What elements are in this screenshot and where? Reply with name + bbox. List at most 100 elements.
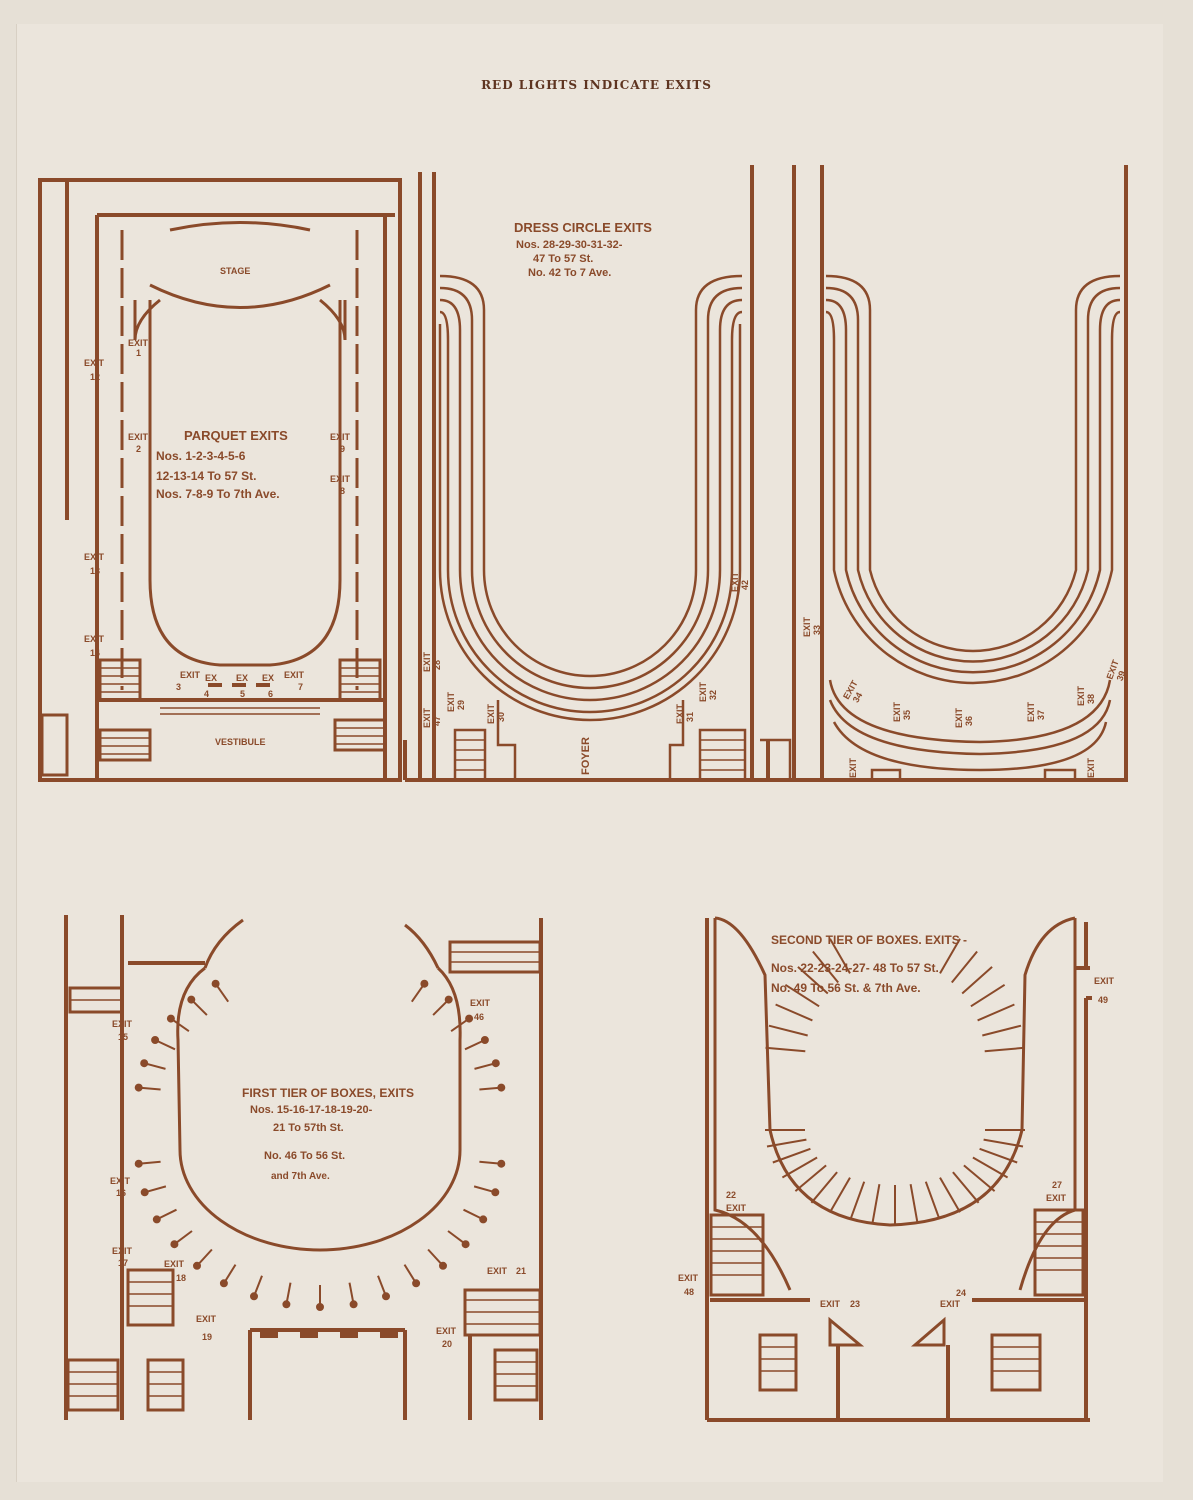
exit-number: 17 bbox=[118, 1258, 128, 1268]
box-partition bbox=[849, 1181, 866, 1220]
box-partition bbox=[983, 1138, 1024, 1148]
exit-number: 31 bbox=[685, 712, 695, 722]
dress-circle-rows-left bbox=[438, 274, 743, 722]
box-post bbox=[134, 1159, 143, 1168]
exit-number: 9 bbox=[340, 444, 345, 454]
exit-number: 23 bbox=[850, 1299, 860, 1309]
box-post bbox=[465, 1014, 474, 1023]
parquet-line-3: Nos. 7-8-9 To 7th Ave. bbox=[156, 487, 280, 501]
exit-number: 36 bbox=[964, 716, 974, 726]
box-partition bbox=[829, 938, 851, 974]
first-tier-line-2: 21 To 57th St. bbox=[273, 1122, 344, 1134]
exit-label: EXIT bbox=[726, 1203, 747, 1213]
exit-label: EXIT bbox=[128, 432, 149, 442]
exit-label: EXIT bbox=[84, 634, 105, 644]
box-partition bbox=[977, 1003, 1015, 1022]
exit-label: EXIT bbox=[112, 1019, 133, 1029]
box-partition bbox=[765, 1046, 806, 1053]
box-partition bbox=[781, 1156, 818, 1179]
exit-label: EXIT bbox=[954, 707, 964, 728]
vestibule-booth bbox=[40, 713, 69, 777]
parquet-stair-left bbox=[98, 658, 142, 702]
first-tier-plan: FIRST TIER OF BOXES, EXITS Nos. 15-16-17… bbox=[64, 915, 543, 1420]
exit-label: EXIT bbox=[470, 998, 491, 1008]
exit-label: EXIT bbox=[1026, 701, 1036, 722]
box-partition bbox=[939, 938, 961, 974]
exit-label: EXIT bbox=[422, 707, 432, 728]
box-partition bbox=[963, 1164, 996, 1192]
exit-label: EXIT bbox=[196, 1314, 217, 1324]
box-post bbox=[412, 1279, 421, 1288]
box-post bbox=[420, 979, 429, 988]
box-partition bbox=[970, 983, 1006, 1008]
exit-label: EXIT bbox=[446, 691, 456, 712]
exit-number: 29 bbox=[456, 700, 466, 710]
first-tier-heading: FIRST TIER OF BOXES, EXITS bbox=[242, 1086, 414, 1100]
box-post bbox=[140, 1188, 149, 1197]
box-post bbox=[170, 1240, 179, 1249]
exit-number: 30 bbox=[496, 712, 506, 722]
exit-number: 4 bbox=[204, 689, 209, 699]
box-post bbox=[211, 979, 220, 988]
exit-number: 47 bbox=[432, 716, 442, 726]
box-post bbox=[187, 995, 196, 1004]
exit-number: 12 bbox=[90, 372, 100, 382]
exit-number: 35 bbox=[902, 710, 912, 720]
second-tier-box-curve bbox=[714, 916, 1076, 1227]
box-partition bbox=[797, 966, 829, 995]
exit-label: EXIT bbox=[1076, 685, 1086, 706]
box-post bbox=[491, 1188, 500, 1197]
exit-label: EXIT bbox=[128, 338, 149, 348]
exit-label: EXIT bbox=[110, 1176, 131, 1186]
exit-number: 1 bbox=[136, 348, 141, 358]
box-partition bbox=[984, 1046, 1025, 1053]
exit-label: EXIT bbox=[436, 1326, 457, 1336]
box-partition bbox=[810, 1171, 838, 1204]
exit-number: 15 bbox=[118, 1032, 128, 1042]
first-tier-box-curve bbox=[176, 966, 462, 1252]
exit-label: EXIT bbox=[284, 670, 305, 680]
box-post bbox=[382, 1292, 390, 1301]
exit-label: EXIT bbox=[180, 670, 201, 680]
first-tier-line-4: and 7th Ave. bbox=[271, 1171, 330, 1182]
exit-label: EXIT bbox=[487, 1266, 508, 1276]
parquet-stair-right bbox=[338, 658, 382, 702]
exit-label: EX bbox=[236, 673, 248, 683]
exit-label: EXIT bbox=[820, 1299, 841, 1309]
box-post bbox=[461, 1240, 470, 1249]
box-post bbox=[134, 1083, 143, 1092]
exit-number: 3 bbox=[176, 682, 181, 692]
parquet-outer-wall bbox=[38, 178, 402, 782]
dress-circle-heading: DRESS CIRCLE EXITS bbox=[514, 220, 652, 235]
exit-label: EXIT bbox=[330, 432, 351, 442]
exit-label: EXIT bbox=[1046, 1193, 1067, 1203]
box-partition bbox=[784, 983, 820, 1008]
box-post bbox=[151, 1036, 160, 1044]
box-partition bbox=[794, 1164, 827, 1192]
first-tier-box-partitions bbox=[134, 979, 506, 1311]
exit-number: 20 bbox=[442, 1339, 452, 1349]
box-partition bbox=[829, 1177, 851, 1213]
parquet-exit-labels: EXIT 1 EXIT 2 EXIT 9 EXIT 8 EXIT 12 EXIT… bbox=[84, 338, 351, 699]
exit-label: EXIT bbox=[892, 701, 902, 722]
exit-label: EXIT bbox=[422, 651, 432, 672]
second-tier-plan: SECOND TIER OF BOXES. EXITS - Nos. 22-23… bbox=[678, 916, 1115, 1422]
box-partition bbox=[812, 950, 839, 984]
parquet-line-1: Nos. 1-2-3-4-5-6 bbox=[156, 449, 246, 463]
box-partition bbox=[766, 1138, 807, 1148]
exit-label: EX bbox=[205, 673, 217, 683]
exit-label: EXIT bbox=[486, 703, 496, 724]
exit-label: EXIT bbox=[802, 616, 812, 637]
exit-label: EXIT bbox=[1086, 757, 1096, 778]
dress-circle-line-1: Nos. 28-29-30-31-32- bbox=[516, 239, 623, 251]
box-post bbox=[152, 1215, 161, 1224]
exit-number: 33 bbox=[812, 625, 822, 635]
exit-label: EXIT bbox=[112, 1246, 133, 1256]
box-partition bbox=[982, 1024, 1022, 1037]
vestibule-label: VESTIBULE bbox=[215, 737, 266, 747]
vestibule-stair-right bbox=[333, 718, 387, 752]
box-partition bbox=[768, 1024, 808, 1037]
exit-number: 32 bbox=[708, 690, 718, 700]
second-tier-left-inner bbox=[713, 918, 792, 1291]
exit-label: EXIT bbox=[164, 1259, 185, 1269]
